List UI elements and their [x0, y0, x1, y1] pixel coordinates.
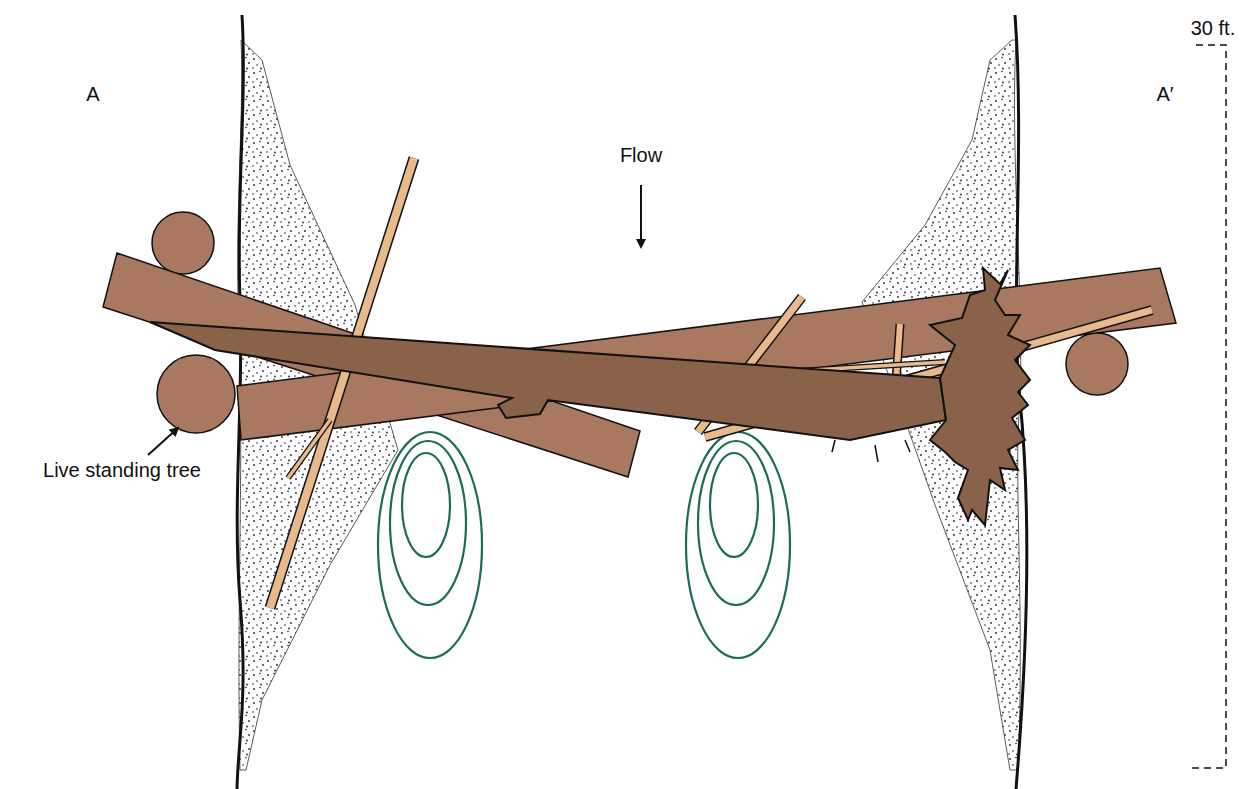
- fallen-tree: [150, 322, 946, 440]
- leader-arrow: [148, 428, 178, 455]
- standing-tree: [157, 355, 235, 433]
- flow-label: Flow: [620, 144, 662, 166]
- standing-tree: [152, 212, 214, 274]
- section-label: A′: [1156, 83, 1173, 105]
- scale-label: 30 ft.: [1191, 17, 1235, 39]
- pool-contours: [378, 432, 790, 658]
- scale-bar: [1188, 45, 1226, 768]
- standing-tree: [1066, 333, 1128, 395]
- flow-arrow: [640, 185, 642, 247]
- callout-label: Live standing tree: [43, 459, 201, 481]
- root-wad: [930, 268, 1030, 525]
- section-label: A: [86, 83, 99, 105]
- root-spikes: [832, 440, 910, 462]
